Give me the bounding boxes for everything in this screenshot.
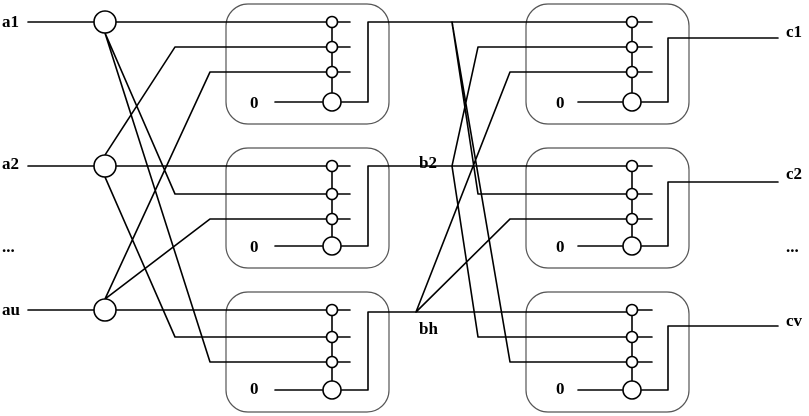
left-box-nodes: [322, 15, 342, 400]
wire-b1-right2: [451, 21, 631, 195]
wire-a2-box1: [104, 46, 331, 156]
output-node: [622, 236, 642, 256]
tap-node: [625, 187, 639, 201]
output-node: [322, 380, 342, 400]
label-c2: c2: [786, 164, 802, 183]
label-cv: cv: [786, 311, 803, 330]
zero-label-left-2: 0: [250, 237, 259, 256]
wire-left1-out: [341, 21, 453, 103]
label-b2: b2: [419, 153, 437, 172]
tap-node: [625, 355, 639, 369]
tap-node: [325, 212, 339, 226]
switch-box-right-2: [525, 147, 690, 269]
label-au: au: [2, 300, 20, 319]
tap-node: [625, 15, 639, 29]
tap-node: [625, 212, 639, 226]
switch-box-left-2: [225, 147, 390, 269]
tap-node: [625, 65, 639, 79]
tap-node: [625, 159, 639, 173]
wire-group: [27, 21, 779, 391]
switch-box-right-1: [525, 3, 690, 125]
output-node: [622, 92, 642, 112]
wire-bh-right2: [415, 218, 631, 313]
tap-node: [325, 40, 339, 54]
tap-node: [325, 330, 339, 344]
wire-cv-out: [641, 325, 779, 391]
tap-node: [325, 303, 339, 317]
zero-label-right-3: 0: [556, 379, 565, 398]
label-c1: c1: [786, 22, 802, 41]
wire-b2-right3: [451, 165, 631, 338]
wire-au-box1: [104, 71, 331, 300]
wire-b2-right1: [451, 46, 631, 167]
wire-a1-box2: [104, 32, 331, 195]
label-a1: a1: [2, 12, 19, 31]
output-node: [322, 236, 342, 256]
label-bh: bh: [419, 319, 438, 338]
right-box-nodes: [622, 15, 642, 400]
output-node: [622, 380, 642, 400]
wire-left2-out: [341, 165, 453, 247]
wire-left3-out: [341, 311, 417, 391]
wire-a2-box3: [104, 176, 331, 338]
wire-a1-box3: [104, 32, 331, 363]
tap-node: [325, 355, 339, 369]
switch-box-right-3: [525, 291, 690, 413]
node-a2: [93, 154, 117, 178]
switch-box-left-1: [225, 3, 390, 125]
wire-c1-out: [641, 37, 779, 103]
output-node: [322, 92, 342, 112]
tap-node: [325, 159, 339, 173]
switch-box-left-3: [225, 291, 390, 413]
label-input-dots: ...: [2, 237, 15, 256]
tap-node: [325, 65, 339, 79]
tap-node: [625, 40, 639, 54]
zero-label-right-1: 0: [556, 93, 565, 112]
wire-au-box2: [104, 218, 331, 300]
node-a1: [93, 10, 117, 34]
wire-bh-right1: [415, 71, 631, 313]
label-output-dots: ...: [786, 237, 799, 256]
zero-label-left-1: 0: [250, 93, 259, 112]
tap-node: [625, 330, 639, 344]
label-a2: a2: [2, 154, 19, 173]
tap-node: [325, 187, 339, 201]
node-au: [93, 298, 117, 322]
wire-c2-out: [641, 181, 779, 247]
zero-label-left-3: 0: [250, 379, 259, 398]
wire-b1-right3: [451, 21, 631, 363]
zero-label-right-2: 0: [556, 237, 565, 256]
tap-node: [325, 15, 339, 29]
tap-node: [625, 303, 639, 317]
